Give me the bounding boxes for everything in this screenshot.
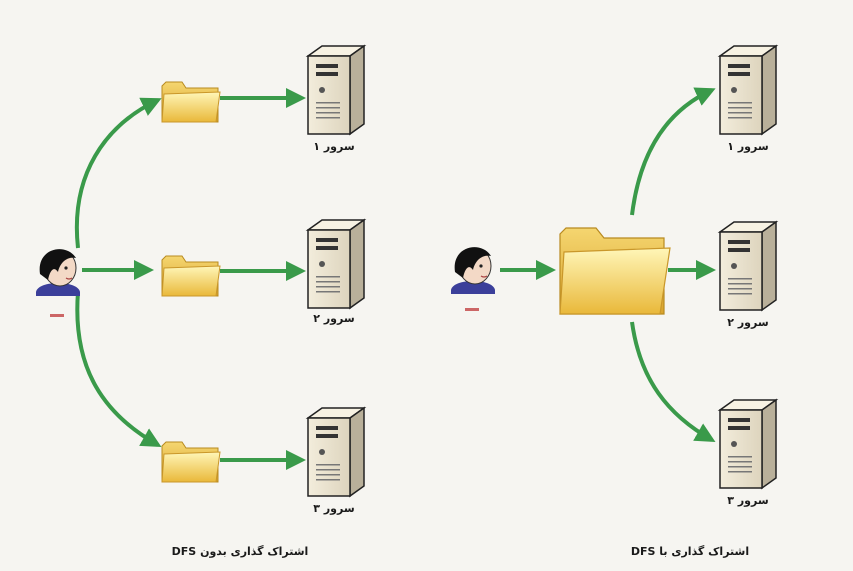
server-label-right-3: سرور ۳ [727,494,769,507]
caption-with-dfs: اشتراک گذاری با DFS [630,545,750,558]
server-icon [717,44,779,136]
arrow-user-to-folder-3 [75,291,162,447]
server-icon [305,44,367,136]
arrow-dfs-to-server1 [630,87,716,216]
server-label-right-1: سرور ۱ [727,140,769,153]
arrow-user-to-folder-1 [74,97,162,249]
folder-icon [161,441,221,483]
server-icon [305,406,367,498]
server-label-left-2: سرور ۲ [313,312,355,325]
arrow-dfs-to-server3 [630,321,716,442]
user-icon [36,249,80,317]
dfs-folder-icon [559,227,671,315]
server-icon [305,218,367,310]
folder-icon [161,255,221,297]
caption-without-dfs: اشتراک گذاری بدون DFS [171,545,309,558]
user-icon [451,247,495,311]
right-arrows [500,87,716,442]
server-label-right-2: سرور ۲ [727,316,769,329]
folder-icon [161,81,221,123]
left-arrows [74,88,306,470]
server-icon [717,398,779,490]
server-label-left-3: سرور ۳ [313,502,355,515]
server-label-left-1: سرور ۱ [313,140,355,153]
server-icon [717,220,779,312]
